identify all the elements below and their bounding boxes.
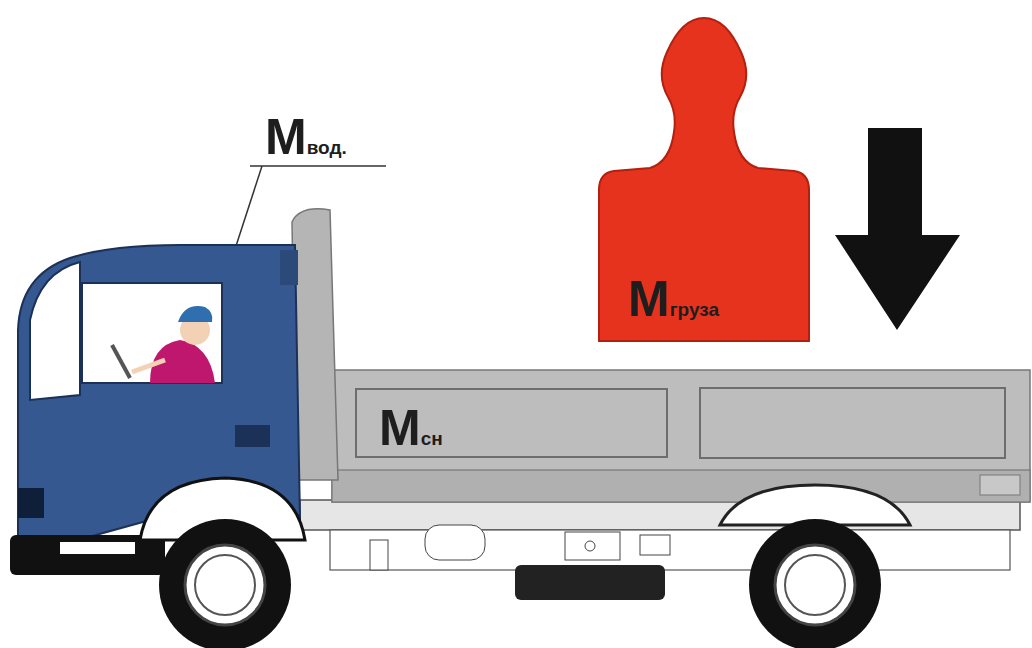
cargo-weight: Mгруза xyxy=(598,12,810,342)
body-panel: Mсн xyxy=(355,388,668,458)
driver-mass-label: Mвод. xyxy=(265,112,347,162)
weight-outline xyxy=(599,18,809,341)
mass-label: Mсн xyxy=(379,403,443,453)
mass-label: Mгруза xyxy=(628,274,719,324)
